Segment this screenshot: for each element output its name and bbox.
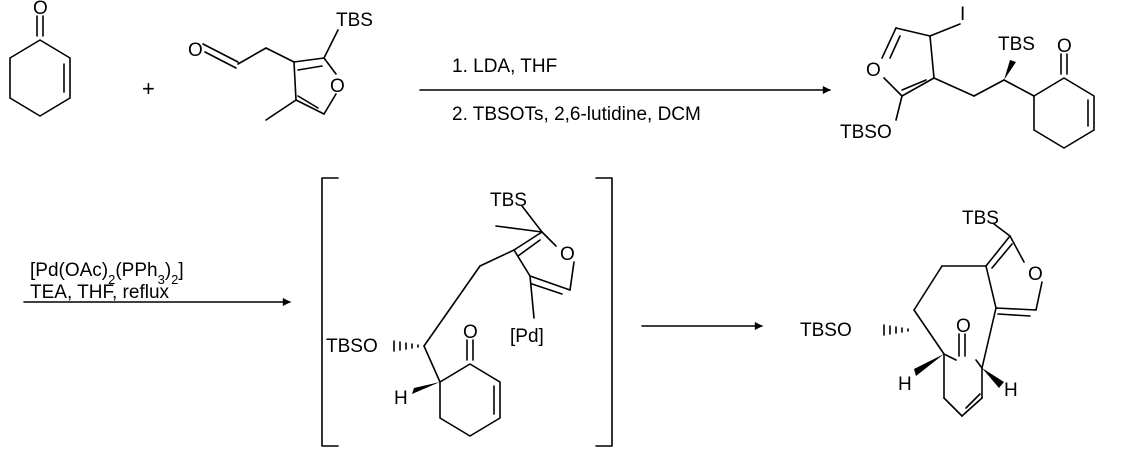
reaction-arrow-step-2: [Pd(OAc)2(PPh3)2] TEA, THF, reflux [23, 260, 291, 306]
tbso-label: TBSO [326, 336, 378, 357]
ketone-oxygen-label: O [33, 0, 48, 19]
reaction-arrow-step-1: 1. LDA, THF 2. TBSOTs, 2,6-lutidine, DCM [419, 56, 831, 125]
aldehyde-oxygen-label: O [188, 40, 203, 61]
tbso-label: TBSO [800, 320, 852, 341]
tbs-label: TBS [490, 190, 527, 211]
furan-oxygen-label: O [560, 244, 575, 265]
plus-sign: + [142, 76, 155, 101]
palladium-label: [Pd] [510, 326, 544, 347]
palladium-intermediate: O TBS [Pd] TBSO H O [321, 177, 613, 447]
hydrogen-label: H [394, 388, 408, 409]
ketone-oxygen-label: O [463, 322, 478, 343]
tbs-label: TBS [336, 10, 373, 31]
step-1-product-molecule: O I TBSO TBS O [840, 4, 1095, 149]
ketone-oxygen-label: O [956, 316, 971, 337]
tbs-label: TBS [962, 208, 999, 229]
ketone-oxygen-label: O [1057, 36, 1072, 57]
hydrogen-label: H [898, 374, 912, 395]
tbs-label: TBS [998, 34, 1035, 55]
step-2-conditions: TEA, THF, reflux [30, 282, 170, 303]
furan-oxygen-label: O [1028, 264, 1043, 285]
step-1-condition-2: 2. TBSOTs, 2,6-lutidine, DCM [452, 104, 701, 125]
iodine-label: I [960, 4, 965, 25]
furan-oxygen-label: O [866, 60, 881, 81]
hydrogen-label: H [1004, 380, 1018, 401]
step-1-condition-1: 1. LDA, THF [452, 56, 557, 77]
hashed-wedge-bond [883, 324, 909, 336]
cyclohexenone-molecule: O [9, 0, 71, 117]
hashed-wedge-bond [393, 340, 419, 352]
tbso-label: TBSO [840, 122, 892, 143]
furan-aldehyde-molecule: O O TBS [188, 10, 373, 121]
furan-oxygen-label: O [330, 76, 345, 97]
final-product-molecule: O TBS O TBSO H H [800, 208, 1043, 417]
